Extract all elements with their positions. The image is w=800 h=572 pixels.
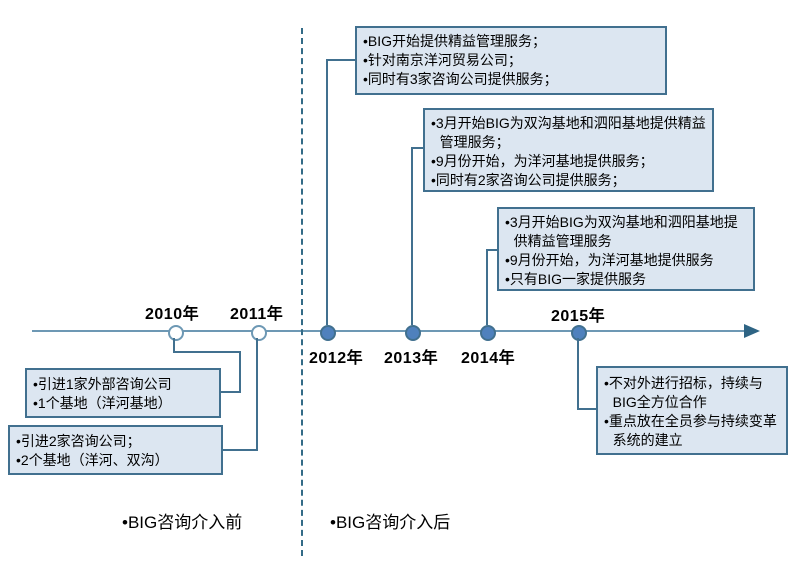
- timeline-marker-2015: [571, 325, 587, 341]
- callout-2014: •3月开始BIG为双沟基地和泗阳基地提供精益管理服务 •9月份开始，为洋河基地提…: [497, 207, 755, 291]
- callout-2012: •BIG开始提供精益管理服务； •针对南京洋河贸易公司； •同时有3家咨询公司提…: [355, 26, 667, 95]
- connector-2012: [326, 59, 355, 61]
- connector-2010: [239, 351, 241, 393]
- callout-2011-line: •引进2家咨询公司；: [16, 433, 141, 449]
- phase-label-after: •BIG咨询介入后: [330, 513, 451, 532]
- callout-2010-line: •1个基地（洋河基地）: [33, 395, 172, 411]
- connector-2015: [577, 338, 579, 410]
- connector-2013: [411, 147, 423, 149]
- connector-2013: [411, 147, 413, 325]
- connector-2010: [173, 351, 241, 353]
- phase-divider-dashed-line: [301, 28, 303, 556]
- callout-2014-line: •9月份开始，为洋河基地提供服务: [505, 252, 714, 268]
- timeline-marker-2011: [251, 325, 267, 341]
- timeline-axis: [32, 330, 744, 332]
- timeline-marker-2013: [405, 325, 421, 341]
- connector-2014: [486, 249, 488, 325]
- connector-2010: [173, 338, 175, 352]
- connector-2011: [222, 449, 258, 451]
- callout-2011-line: •2个基地（洋河、双沟）: [16, 452, 169, 468]
- timeline-marker-2014: [480, 325, 496, 341]
- callout-2014-line: •3月开始BIG为双沟基地和泗阳基地提供精益管理服务: [505, 214, 738, 249]
- callout-2013: •3月开始BIG为双沟基地和泗阳基地提供精益管理服务； •9月份开始，为洋河基地…: [423, 108, 714, 192]
- callout-2012-line: •针对南京洋河贸易公司；: [363, 52, 522, 68]
- connector-2010: [221, 391, 241, 393]
- connector-2015: [577, 408, 596, 410]
- callout-2010: •引进1家外部咨询公司 •1个基地（洋河基地）: [25, 368, 221, 418]
- callout-2013-line: •同时有2家咨询公司提供服务；: [431, 172, 626, 188]
- callout-2012-line: •同时有3家咨询公司提供服务；: [363, 71, 558, 87]
- callout-2012-line: •BIG开始提供精益管理服务；: [363, 33, 547, 49]
- year-label-2012: 2012年: [309, 350, 364, 367]
- callout-2015-line: •不对外进行招标，持续与BIG全方位合作: [604, 375, 763, 410]
- callout-2015-line: •重点放在全员参与持续变革系统的建立: [604, 413, 777, 448]
- year-label-2014: 2014年: [461, 350, 516, 367]
- year-label-2011: 2011年: [230, 306, 284, 323]
- timeline-marker-2012: [320, 325, 336, 341]
- timeline-arrow-icon: [744, 324, 760, 338]
- callout-2013-line: •9月份开始，为洋河基地提供服务；: [431, 153, 654, 169]
- timeline-marker-2010: [168, 325, 184, 341]
- callout-2015: •不对外进行招标，持续与BIG全方位合作 •重点放在全员参与持续变革系统的建立: [596, 366, 788, 455]
- callout-2010-line: •引进1家外部咨询公司: [33, 376, 172, 392]
- callout-2011: •引进2家咨询公司； •2个基地（洋河、双沟）: [8, 425, 223, 475]
- connector-2011: [256, 338, 258, 451]
- year-label-2013: 2013年: [384, 350, 439, 367]
- callout-2014-line: •只有BIG一家提供服务: [505, 271, 647, 287]
- year-label-2015: 2015年: [551, 308, 606, 325]
- year-label-2010: 2010年: [145, 306, 200, 323]
- connector-2014: [486, 249, 497, 251]
- callout-2013-line: •3月开始BIG为双沟基地和泗阳基地提供精益管理服务；: [431, 115, 706, 150]
- phase-label-before: •BIG咨询介入前: [122, 513, 243, 532]
- connector-2012: [326, 59, 328, 325]
